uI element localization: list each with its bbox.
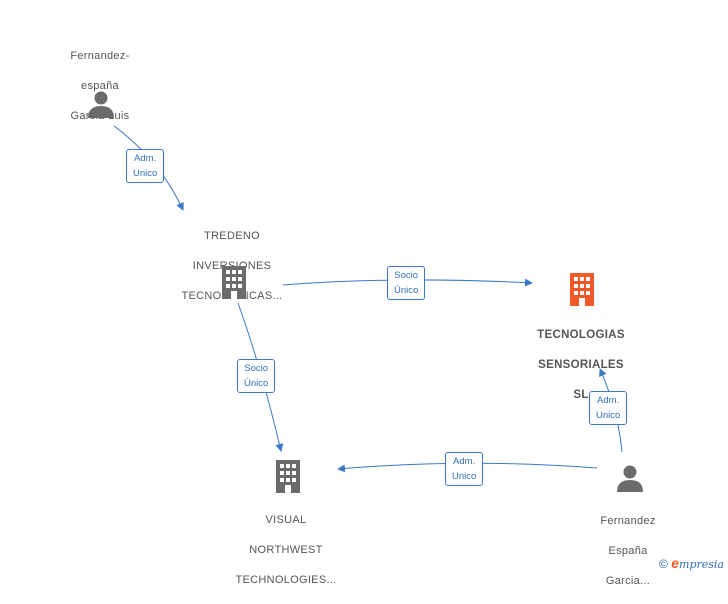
building-icon[interactable] [567, 272, 597, 306]
building-icon[interactable] [219, 265, 249, 299]
node-label-fernandez-garcia: Fernandez España Garcia... [600, 515, 656, 587]
person-icon[interactable] [615, 463, 645, 493]
edge-label-garcia-tecnologias[interactable]: Adm. Unico [589, 391, 628, 425]
edge-label-garcia-visual[interactable]: Adm. Unico [445, 452, 484, 486]
building-icon[interactable] [273, 459, 303, 493]
node-label-tecnologias: TECNOLOGIAS SENSORIALES SL [537, 329, 625, 401]
person-icon[interactable] [86, 89, 116, 119]
brand-logo-e: e [671, 555, 680, 571]
copyright-icon: © [659, 557, 668, 571]
edge-label-tredeno-visual[interactable]: Socio Único [237, 359, 276, 393]
edge-label-luis-tredeno[interactable]: Adm. Unico [126, 149, 165, 183]
edge-label-tredeno-tecnologias[interactable]: Socio Único [387, 266, 426, 300]
node-label-visual: VISUAL NORTHWEST TECHNOLOGIES... [235, 514, 337, 586]
brand-logo-text: mpresia [679, 558, 724, 571]
brand-footer: © empresia [659, 555, 724, 571]
node-label-fernandez-luis: Fernandez- españa Garcia Luis [70, 50, 130, 122]
